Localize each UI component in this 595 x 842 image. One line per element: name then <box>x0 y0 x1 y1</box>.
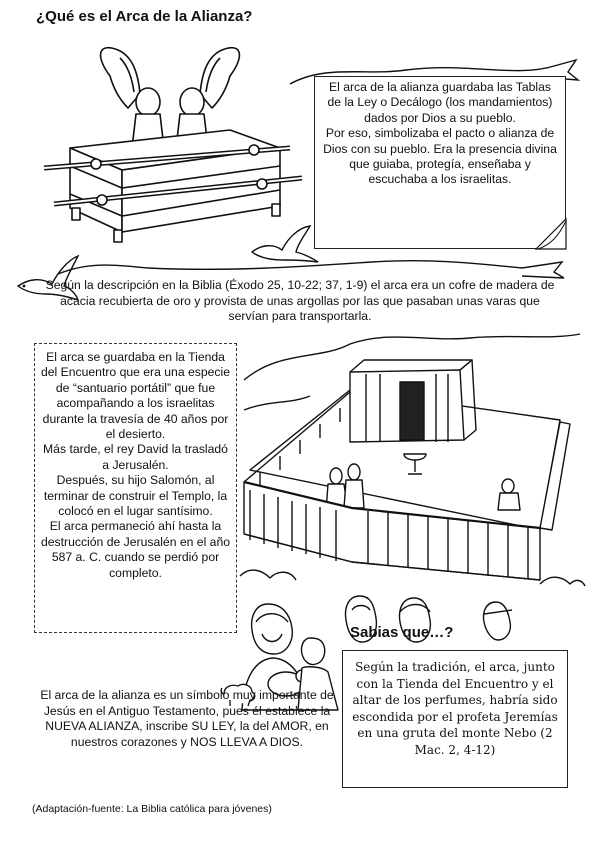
page-curl <box>534 217 567 250</box>
people-illustration <box>344 595 513 643</box>
sabias-text: Según la tradición, el arca, junto con l… <box>352 660 558 757</box>
conclusion-nueva-alianza: NUEVA ALIANZA <box>45 719 140 733</box>
source-note: (Adaptación-fuente: La Biblia católica p… <box>32 803 272 815</box>
tent-text: El arca se guardaba en la Tienda del Enc… <box>40 350 231 442</box>
conclusion-su-ley: SU LEY <box>191 719 234 733</box>
destruction-text: El arca permaneció ahí hasta la destrucc… <box>40 519 231 580</box>
sabias-box: Según la tradición, el arca, junto con l… <box>342 650 568 788</box>
tent-history-box: El arca se guardaba en la Tienda del Enc… <box>34 343 237 633</box>
conclusion-amor: AMOR <box>271 719 309 733</box>
tabernacle-illustration <box>239 333 586 587</box>
ark-description: Según la descripción en la Biblia (Éxodo… <box>45 278 555 323</box>
sabias-title: Sabias que…? <box>350 624 454 641</box>
ark-symbol-text: Por eso, simbolizaba el pacto o alianza … <box>323 126 557 187</box>
conclusion-part: El arca de la alianza es un símbolo muy … <box>40 688 334 718</box>
ark-definition-box: El arca de la alianza guardaba las Tabla… <box>314 76 566 249</box>
conclusion-part: , inscribe <box>139 719 192 733</box>
solomon-text: Después, su hijo Salomón, al terminar de… <box>43 473 228 519</box>
page-title: ¿Qué es el Arca de la Alianza? <box>36 8 253 25</box>
ribbon-decoration <box>57 259 565 279</box>
lamb-icon <box>220 683 256 707</box>
conclusion-text: El arca de la alianza es un símbolo muy … <box>32 688 342 750</box>
dove-icon <box>16 254 80 302</box>
ark-definition-text: El arca de la alianza guardaba las Tabla… <box>327 80 553 125</box>
conclusion-part: , en nuestros corazones y <box>70 719 329 749</box>
conclusion-nos-lleva: NOS LLEVA A DIOS <box>190 734 300 749</box>
conclusion-part: , la del <box>233 719 272 733</box>
david-text: Más tarde, el rey David la trasladó a Je… <box>43 442 228 472</box>
dove-icon <box>250 225 319 263</box>
ark-illustration <box>43 47 303 243</box>
conclusion-part: . <box>299 734 304 749</box>
jesus-illustration <box>241 603 339 711</box>
